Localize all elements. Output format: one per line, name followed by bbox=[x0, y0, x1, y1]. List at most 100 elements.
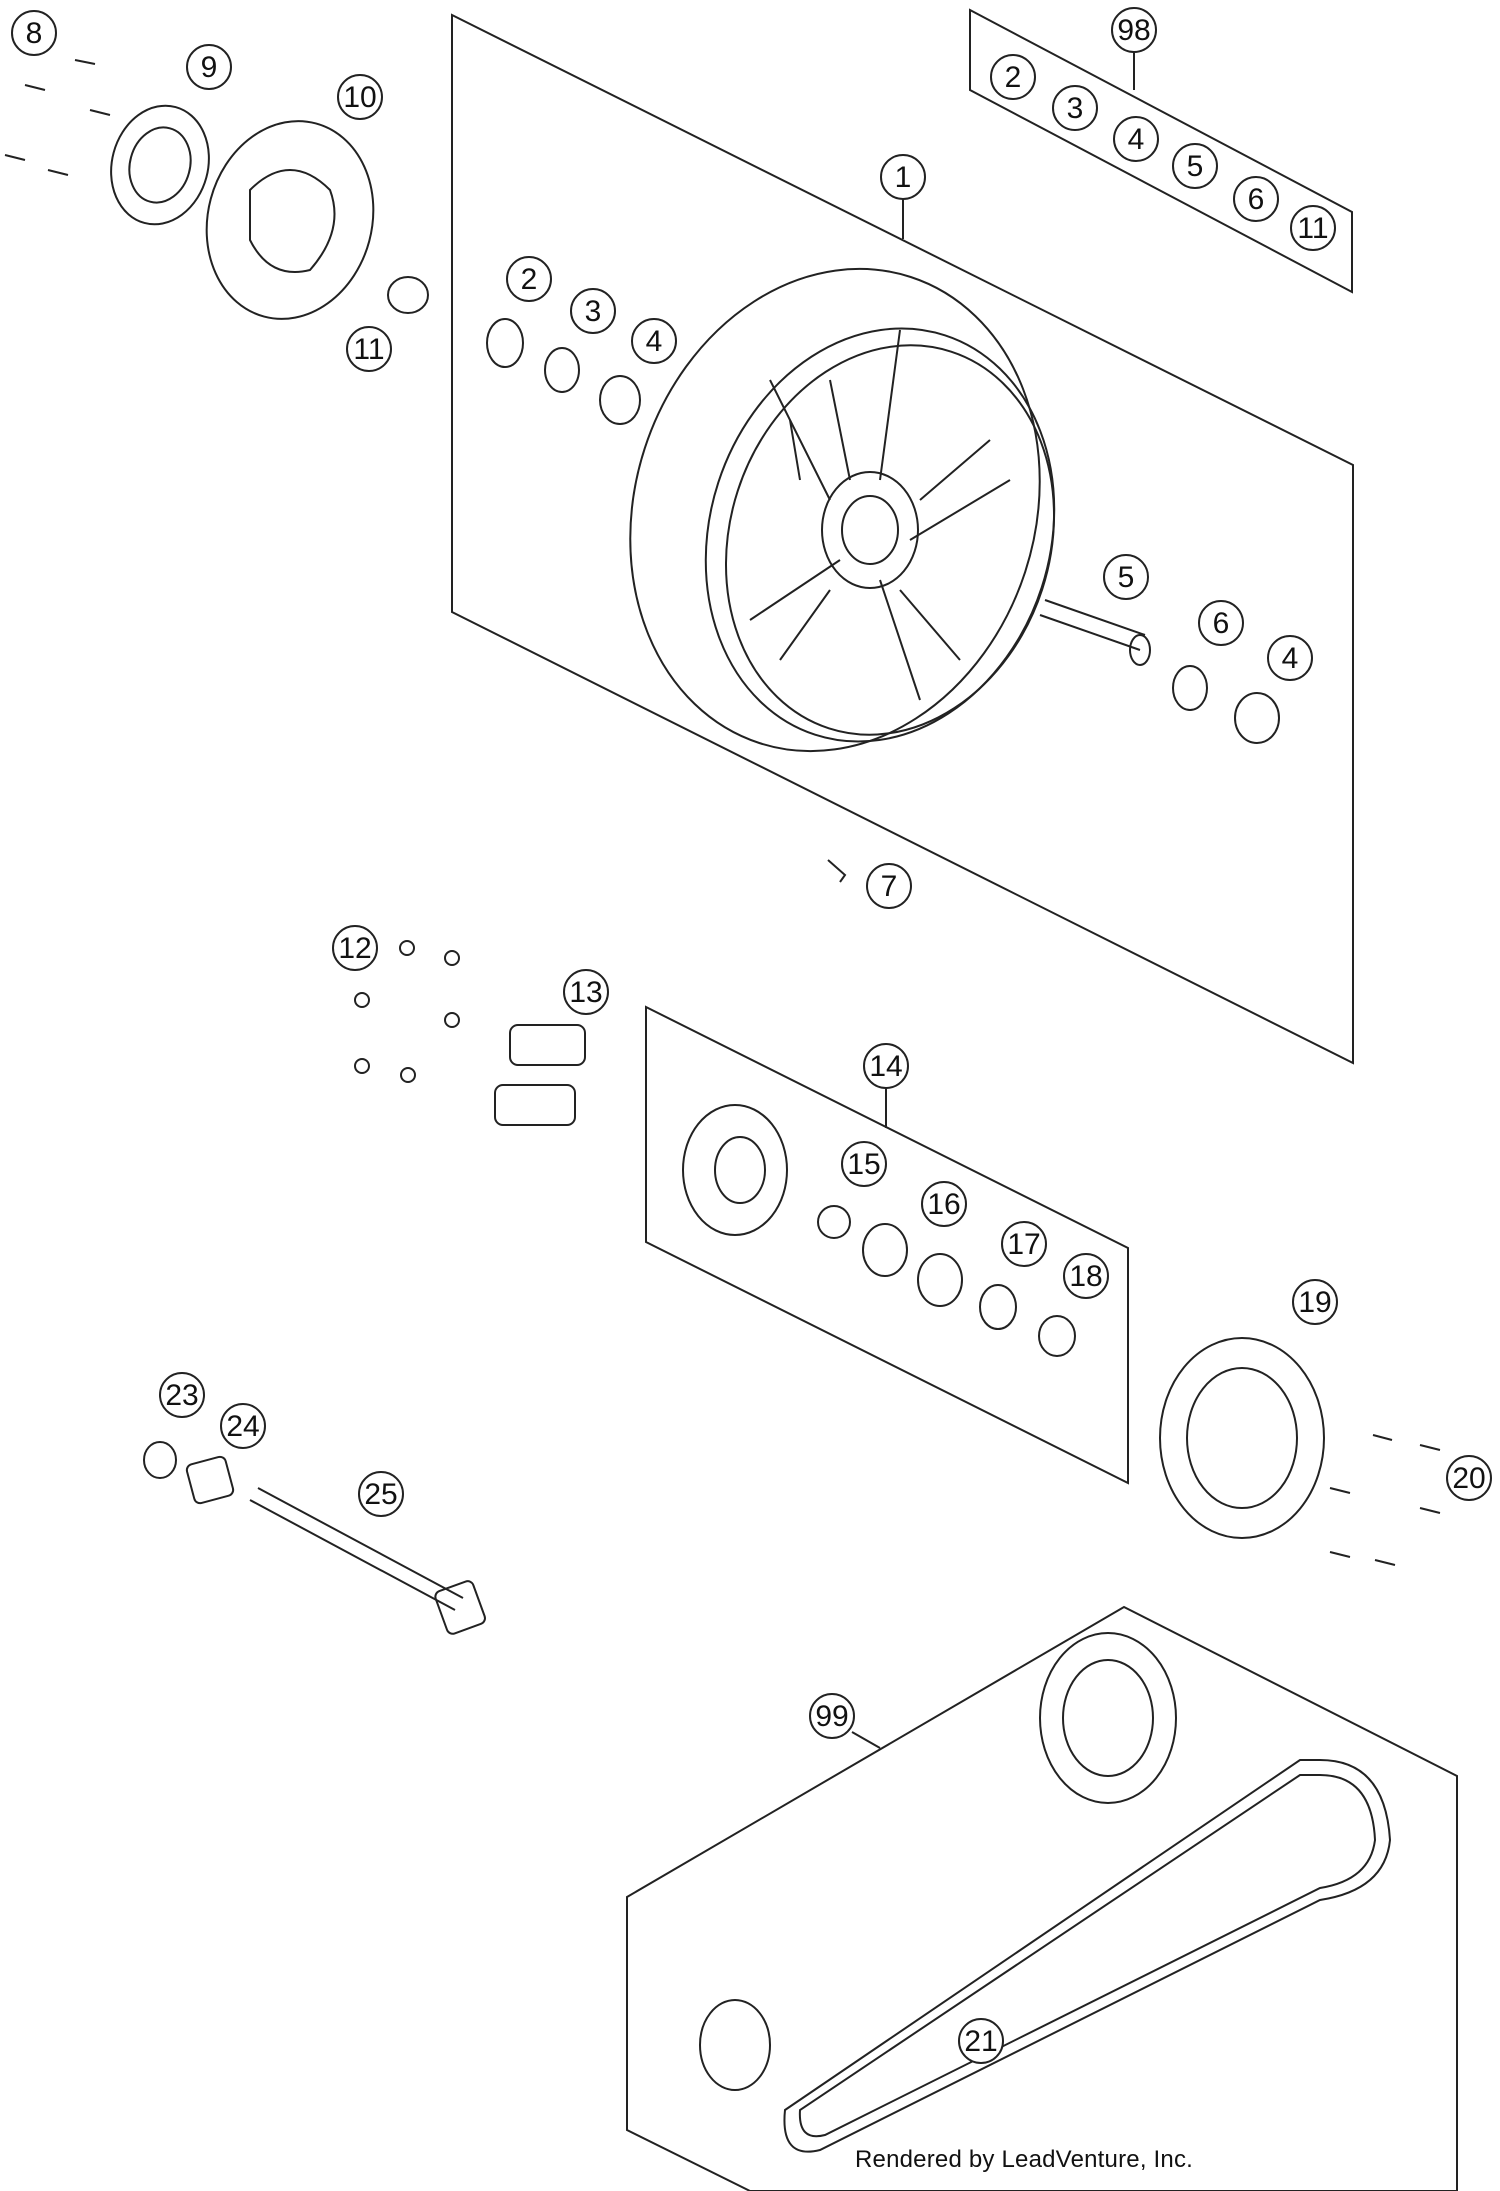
spacer-5 bbox=[1039, 599, 1146, 651]
callout-15: 15 bbox=[841, 1141, 887, 1187]
callout-number: 6 bbox=[1213, 607, 1230, 640]
callout-number: 10 bbox=[343, 81, 376, 114]
callout-circle bbox=[841, 1141, 887, 1187]
callout-circle bbox=[958, 2018, 1004, 2064]
callout-9: 9 bbox=[186, 44, 232, 90]
callout-circle bbox=[11, 10, 57, 56]
callout-5: 5 bbox=[1103, 554, 1149, 600]
callout-circle bbox=[358, 1471, 404, 1517]
callout-number: 24 bbox=[226, 1410, 259, 1443]
callout-number: 4 bbox=[1282, 642, 1299, 675]
circlip-3 bbox=[544, 347, 580, 393]
callout-number: 19 bbox=[1298, 1286, 1331, 1319]
callout-circle bbox=[990, 54, 1036, 100]
callout-circle bbox=[1267, 635, 1313, 681]
axle-25 bbox=[249, 1487, 464, 1611]
chain-adjuster-24 bbox=[185, 1455, 235, 1505]
callout-number: 1 bbox=[895, 161, 912, 194]
callout-circle bbox=[1233, 176, 1279, 222]
bearing-4-left bbox=[599, 375, 641, 425]
callout-number: 4 bbox=[646, 325, 663, 358]
callout-number: 17 bbox=[1007, 1228, 1040, 1261]
callout-number: 14 bbox=[869, 1050, 902, 1083]
callout-19: 19 bbox=[1292, 1279, 1338, 1325]
callout-24: 24 bbox=[220, 1403, 266, 1449]
sensor-ring bbox=[110, 104, 210, 226]
callout-number: 20 bbox=[1452, 1462, 1485, 1495]
callout-7: 7 bbox=[866, 863, 912, 909]
callout-13: 13 bbox=[563, 969, 609, 1015]
chain-kit-panel bbox=[626, 1605, 1458, 2191]
sprocket-carrier bbox=[682, 1104, 788, 1236]
rear-wheel bbox=[629, 267, 1056, 753]
callout-2: 2 bbox=[506, 256, 552, 302]
callout-4: 4 bbox=[631, 318, 677, 364]
callout-number: 4 bbox=[1128, 123, 1145, 156]
callout-circle bbox=[186, 44, 232, 90]
callout-number: 2 bbox=[1005, 61, 1022, 94]
bearing-4-right bbox=[1234, 692, 1280, 744]
rear-sprocket-19 bbox=[1159, 1337, 1325, 1539]
callout-2: 2 bbox=[990, 54, 1036, 100]
wheel-assembly-panel bbox=[451, 13, 1354, 1065]
callout-14: 14 bbox=[863, 1043, 909, 1089]
callout-circle bbox=[866, 863, 912, 909]
callout-3: 3 bbox=[1052, 85, 1098, 131]
callout-number: 5 bbox=[1118, 561, 1135, 594]
bolts-20 bbox=[1329, 1434, 1441, 1566]
callout-circle bbox=[220, 1403, 266, 1449]
callout-number: 15 bbox=[847, 1148, 880, 1181]
chain-kit-99 bbox=[699, 1632, 1392, 2153]
callout-circle bbox=[631, 318, 677, 364]
callout-4: 4 bbox=[1113, 116, 1159, 162]
circlip-17 bbox=[979, 1284, 1017, 1330]
callout-5: 5 bbox=[1172, 143, 1218, 189]
bolts-8 bbox=[4, 59, 111, 176]
callout-labels: 8910119823456111234564712131415161718192… bbox=[11, 7, 1492, 2064]
callout-number: 23 bbox=[165, 1379, 198, 1412]
callout-number: 25 bbox=[364, 1478, 397, 1511]
callout-circle bbox=[1111, 7, 1157, 53]
callout-98: 98 bbox=[1111, 7, 1157, 53]
kit-98-panel bbox=[969, 8, 1353, 294]
callout-circle bbox=[337, 74, 383, 120]
callout-circle bbox=[1103, 554, 1149, 600]
seal-2 bbox=[486, 318, 524, 368]
callout-circle bbox=[563, 969, 609, 1015]
callout-number: 8 bbox=[26, 17, 43, 50]
callout-number: 99 bbox=[815, 1700, 848, 1733]
callout-number: 3 bbox=[1067, 92, 1084, 125]
washer-6 bbox=[1172, 665, 1208, 711]
callout-circle bbox=[1172, 143, 1218, 189]
callout-21: 21 bbox=[958, 2018, 1004, 2064]
callout-number: 7 bbox=[881, 870, 898, 903]
callout-circle bbox=[880, 154, 926, 200]
callout-23: 23 bbox=[159, 1372, 205, 1418]
callout-8: 8 bbox=[11, 10, 57, 56]
callout-circle bbox=[863, 1043, 909, 1089]
spacer-15 bbox=[817, 1205, 851, 1239]
callout-10: 10 bbox=[337, 74, 383, 120]
callout-number: 98 bbox=[1117, 14, 1150, 47]
callout-circle bbox=[346, 326, 392, 372]
callout-6: 6 bbox=[1198, 600, 1244, 646]
callout-1: 1 bbox=[880, 154, 926, 200]
callout-number: 13 bbox=[569, 976, 602, 1009]
callout-6: 6 bbox=[1233, 176, 1279, 222]
callout-circle bbox=[1063, 1253, 1109, 1299]
callout-number: 11 bbox=[1297, 212, 1328, 245]
callout-3: 3 bbox=[570, 288, 616, 334]
callout-circle bbox=[1446, 1455, 1492, 1501]
callout-circle bbox=[332, 925, 378, 971]
callout-number: 9 bbox=[201, 51, 218, 84]
callout-number: 6 bbox=[1248, 183, 1265, 216]
hub-assembly-panel bbox=[645, 1005, 1129, 1485]
callout-circle bbox=[1198, 600, 1244, 646]
brake-disc bbox=[205, 120, 375, 320]
callout-number: 2 bbox=[521, 263, 538, 296]
callout-16: 16 bbox=[921, 1181, 967, 1227]
callout-number: 11 bbox=[353, 333, 384, 366]
valve-7 bbox=[827, 859, 847, 883]
